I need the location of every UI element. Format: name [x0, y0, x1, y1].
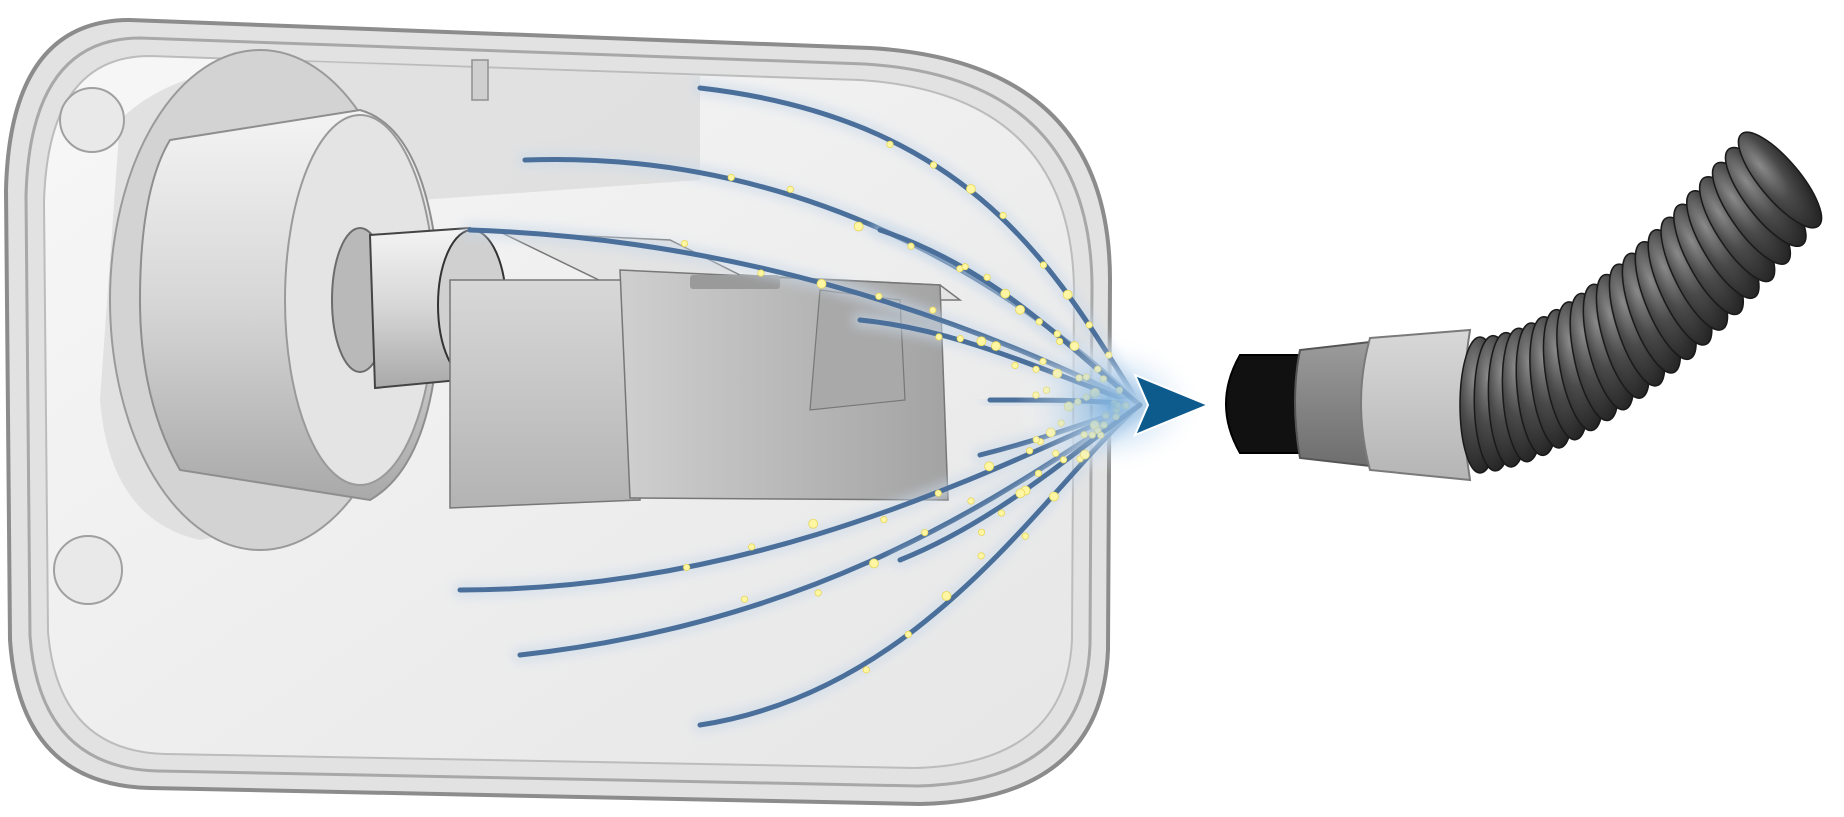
particle — [808, 518, 819, 529]
particle — [999, 211, 1007, 220]
particle — [967, 497, 975, 505]
arrowhead-icon — [1133, 373, 1211, 437]
particle — [941, 591, 952, 601]
particle — [976, 336, 987, 347]
particle — [977, 528, 986, 536]
particle — [1000, 288, 1011, 299]
particle — [683, 563, 691, 571]
particle — [966, 184, 976, 194]
nozzle-tip — [1225, 354, 1301, 454]
mount-post-bottom — [53, 535, 123, 605]
particle — [1085, 321, 1093, 329]
particle — [786, 185, 794, 193]
particle — [814, 589, 822, 597]
enclosure-rim — [24, 36, 1094, 788]
particle — [907, 242, 915, 250]
particle — [984, 461, 995, 472]
particle — [1049, 491, 1059, 502]
particle — [748, 543, 756, 551]
particle — [961, 263, 969, 271]
flow-glow — [1015, 335, 1205, 475]
particle — [886, 140, 894, 149]
particle — [997, 509, 1006, 517]
particle — [757, 269, 765, 277]
block-front — [449, 279, 641, 509]
particle — [935, 333, 943, 341]
flow-arrow — [1015, 335, 1211, 475]
particle — [727, 173, 735, 182]
particle — [740, 595, 749, 603]
particle — [862, 666, 870, 674]
nozzle-collar — [1360, 328, 1472, 482]
particle — [1035, 318, 1043, 326]
particle — [956, 335, 964, 343]
hose — [1459, 131, 1823, 474]
particle — [869, 558, 879, 569]
particle — [680, 239, 689, 248]
particle — [1062, 289, 1073, 300]
particle — [921, 528, 929, 537]
particle — [1039, 261, 1048, 269]
particle — [1053, 330, 1061, 338]
particle — [1011, 361, 1019, 370]
particle — [977, 552, 985, 560]
particle — [880, 516, 888, 524]
particle — [991, 341, 1001, 351]
extraction-nozzle — [1225, 328, 1472, 482]
spindle-motor — [109, 49, 507, 551]
top-tab — [471, 59, 489, 101]
particle — [929, 161, 938, 169]
particle — [983, 273, 991, 281]
nozzle-ring — [1294, 340, 1372, 468]
hose-coil — [1737, 131, 1823, 229]
block-slot — [690, 275, 780, 289]
particle — [929, 306, 937, 314]
mount-post-top — [59, 87, 125, 153]
particle — [1034, 469, 1043, 477]
particle — [1055, 337, 1064, 345]
particle — [934, 489, 942, 497]
particle — [816, 278, 827, 289]
particle — [1021, 532, 1029, 540]
particle — [1015, 304, 1026, 315]
particle — [875, 292, 883, 300]
particle — [1026, 447, 1034, 455]
particle — [904, 630, 912, 639]
particle — [853, 221, 864, 232]
particle — [1015, 488, 1026, 499]
